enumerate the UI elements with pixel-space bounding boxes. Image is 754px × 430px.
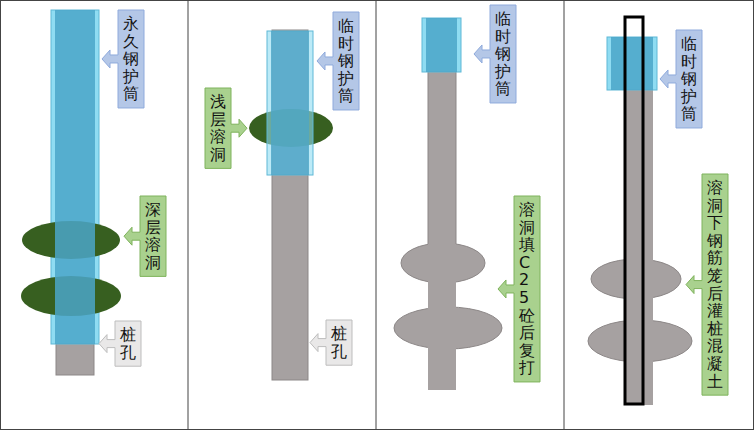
callout-box: 临时钢护筒 [474,5,516,103]
pile-hole [625,40,653,405]
callout-label: 深层溶洞 [145,196,161,276]
callout-label: 桩孔 [120,321,136,366]
temporary-casing-core [271,31,309,175]
permanent-casing [51,10,99,344]
pile-hole [272,30,308,380]
temporary-casing [607,37,657,90]
callout-label: 临时钢护筒 [495,5,511,103]
callout-label: 浅层溶洞 [210,88,226,168]
callout-outline [660,30,702,128]
callout-label: 溶洞填C25砼后复打 [519,196,535,382]
callout-label: 桩孔 [331,320,347,365]
callout-outline [474,5,516,103]
callout-box: 永久钢护筒 [102,10,144,108]
callout-outline [102,10,144,108]
callout-box: 溶洞下钢筋笼后灌桩混凝土 [686,174,728,395]
callout-box: 桩孔 [310,320,352,365]
callout-box: 深层溶洞 [124,196,166,276]
rebar-cage [625,17,643,404]
temporary-casing-core [611,37,653,90]
temporary-casing [267,31,313,175]
callout-box: 桩孔 [99,321,141,366]
temporary-casing [422,18,461,72]
cell-divider [188,0,189,430]
cell-divider [376,0,377,430]
pile-hole [428,20,456,390]
callout-label: 永久钢护筒 [123,10,139,108]
callout-outline [310,320,352,365]
callout-outline [686,174,728,395]
callout-outline [317,12,359,110]
callout-box: 临时钢护筒 [660,30,702,128]
callout-outline [124,196,166,276]
callout-outline [498,196,540,382]
cell-divider [564,0,565,430]
callout-box: 浅层溶洞 [205,88,247,168]
callout-outline [205,88,247,168]
callout-label: 临时钢护筒 [681,30,697,128]
temporary-casing-core [426,18,457,72]
callout-box: 溶洞填C25砼后复打 [498,196,540,382]
permanent-casing-core [55,10,95,344]
callout-label: 临时钢护筒 [338,12,354,110]
callout-box: 临时钢护筒 [317,12,359,110]
callout-label: 溶洞下钢筋笼后灌桩混凝土 [707,174,723,395]
callout-outline [99,321,141,366]
